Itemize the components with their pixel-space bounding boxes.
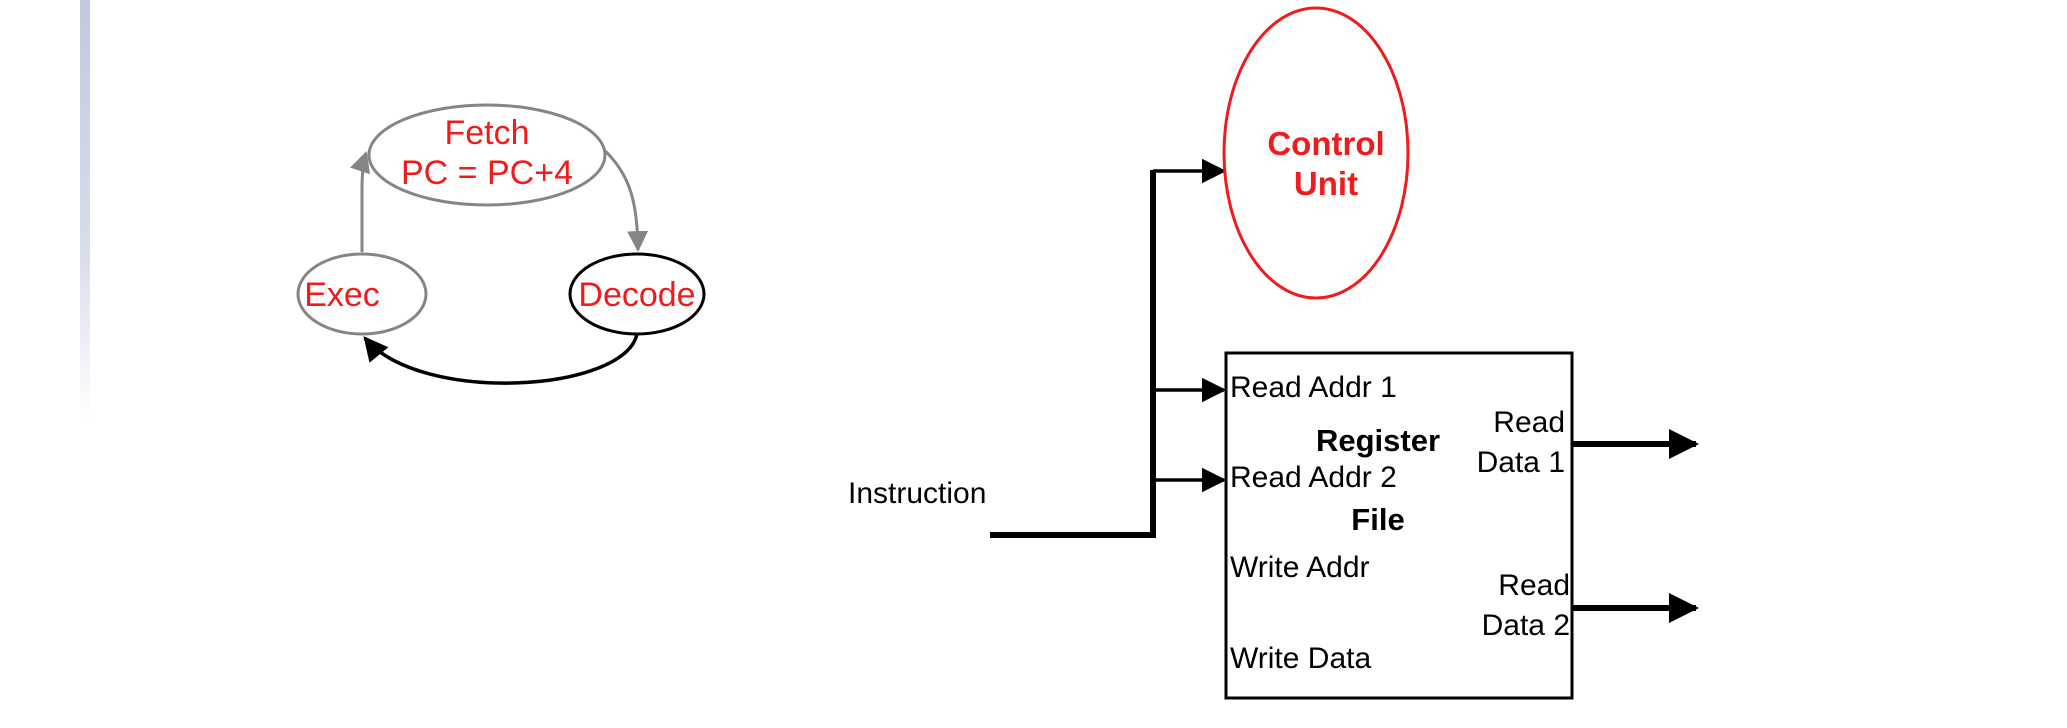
fetch-decode-exec-cycle: Fetch PC = PC+4 Exec Decode <box>296 103 706 385</box>
read-data-1-port-line1: Read <box>1493 406 1565 439</box>
exec-state <box>296 252 428 336</box>
exec-to-fetch-arrow <box>350 151 370 252</box>
decode-to-exec-arrow <box>363 333 639 385</box>
control-unit-label-line2: Unit <box>1294 165 1358 202</box>
decode-state <box>568 252 706 336</box>
fetch-state-label: Fetch <box>444 114 529 152</box>
write-data-port: Write Data <box>1230 642 1371 675</box>
register-file-title-line2: File <box>1351 502 1404 537</box>
read-addr-1-port: Read Addr 1 <box>1230 371 1397 404</box>
read-data-1-port-line2: Data 1 <box>1477 446 1565 479</box>
instruction-label: Instruction <box>848 477 986 510</box>
register-file-title-line1: Register <box>1316 423 1440 458</box>
register-file-block <box>1224 351 1574 700</box>
read-data-2-port-line2: Data 2 <box>1482 609 1570 642</box>
control-unit-label-line1: Control <box>1267 125 1384 162</box>
read-data-2-port-line1: Read <box>1498 569 1570 602</box>
control-unit <box>1222 6 1410 300</box>
decode-state-label: Decode <box>578 276 695 314</box>
write-addr-port: Write Addr <box>1230 551 1370 584</box>
fetch-to-decode-arrow <box>600 146 649 253</box>
fetch-state <box>367 103 607 207</box>
instruction-datapath: Instruction Control Unit Register File R… <box>848 6 1699 700</box>
fetch-state-pc-update: PC = PC+4 <box>401 154 573 192</box>
read-addr-2-port: Read Addr 2 <box>1230 461 1397 494</box>
exec-state-label: Exec <box>304 276 380 314</box>
slide-left-edge-bar <box>80 0 90 420</box>
